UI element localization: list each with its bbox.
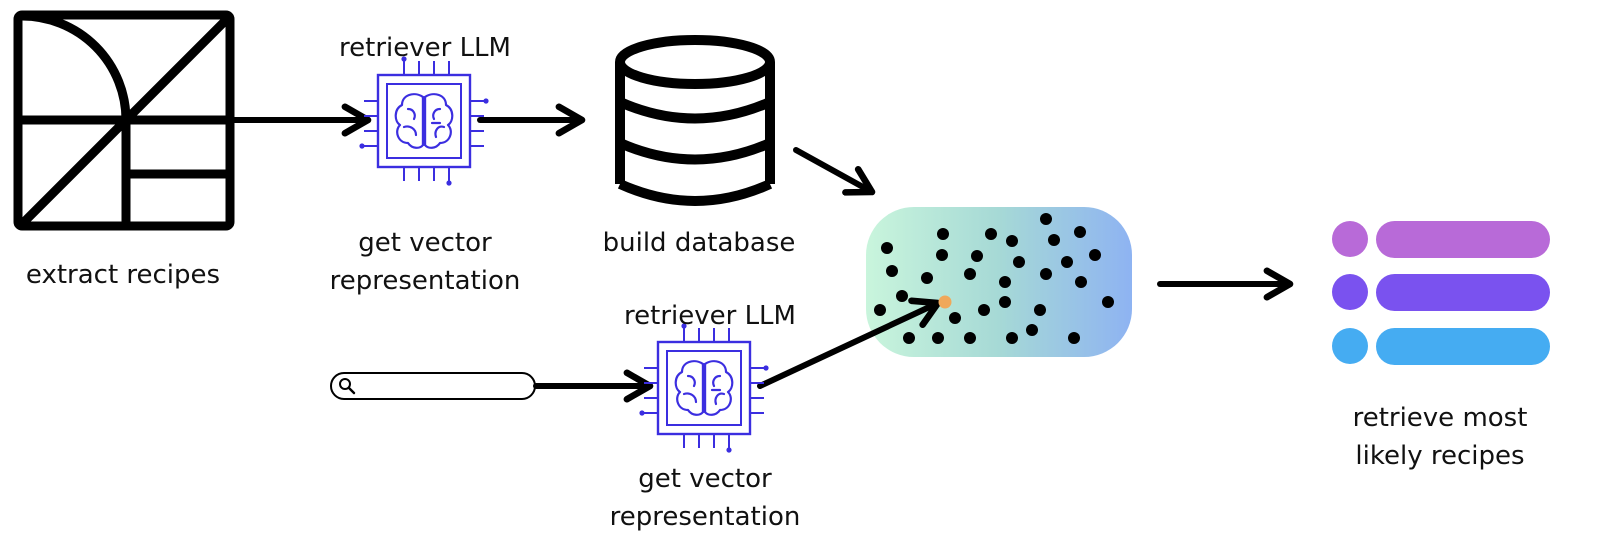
ranked-results-list-icon [1332, 221, 1550, 365]
recipe-source-logo-icon [13, 10, 235, 231]
database-icon [615, 35, 775, 206]
label-get-vector-bottom-1: get vector [638, 464, 772, 494]
arrow-db-to-embedding [793, 147, 876, 196]
label-build-database: build database [602, 228, 796, 258]
label-get-vector-bottom-2: representation [609, 502, 801, 532]
label-get-vector-top-2: representation [329, 266, 521, 296]
search-bar-icon [330, 372, 536, 400]
label-get-vector-top-1: get vector [358, 228, 492, 258]
label-retriever-llm-bottom: retriever LLM [624, 301, 796, 331]
label-retriever-llm-top: retriever LLM [339, 33, 511, 63]
embedding-points [874, 213, 1114, 344]
llm-chip-icon-bottom [638, 322, 770, 454]
llm-chip-icon-top [358, 55, 490, 187]
arrow-query-to-embedding [757, 297, 942, 389]
label-retrieve-2: likely recipes [1355, 441, 1525, 471]
label-retrieve-1: retrieve most [1352, 403, 1528, 433]
label-extract-recipes: extract recipes [25, 260, 221, 290]
query-point [938, 295, 952, 309]
